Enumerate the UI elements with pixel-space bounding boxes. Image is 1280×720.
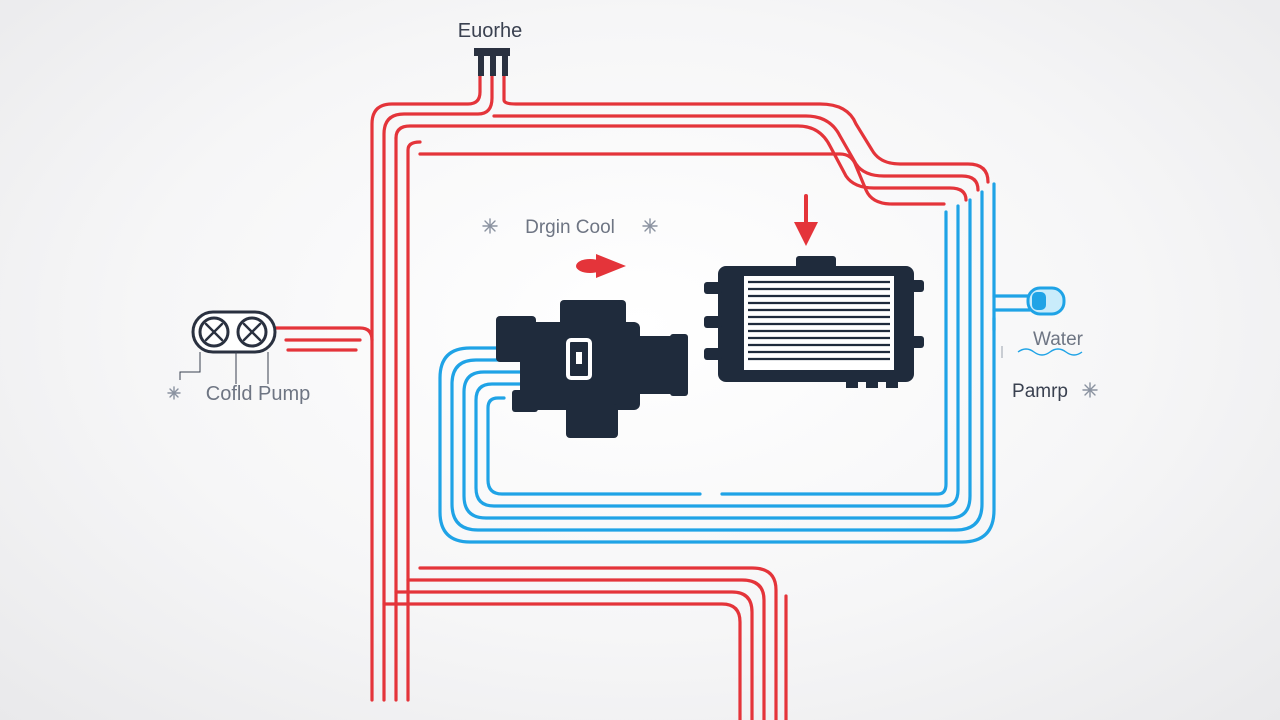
- radiator-icon: [704, 256, 924, 388]
- top-valve-icon: [474, 48, 510, 76]
- hot-coolant-lines: [274, 70, 990, 720]
- arrow-down-icon: [794, 194, 818, 246]
- water-tank-icon: [1001, 286, 1083, 358]
- center-label: Drgin Cool: [525, 217, 615, 238]
- arrow-right-icon: [576, 254, 626, 278]
- radiator-fins: [748, 280, 890, 361]
- fan-icon: [204, 322, 262, 342]
- water-label: Water: [1033, 329, 1084, 350]
- top-label: Euorhe: [458, 20, 523, 42]
- left-pump-label: Cofld Pump: [206, 383, 311, 405]
- cold-coolant-lines: [438, 182, 1032, 544]
- snowflake-icon: [167, 218, 1098, 400]
- engine-icon: [496, 300, 688, 438]
- pump-label: Pamrp: [1012, 381, 1068, 402]
- cold-pump-icon: [179, 310, 277, 384]
